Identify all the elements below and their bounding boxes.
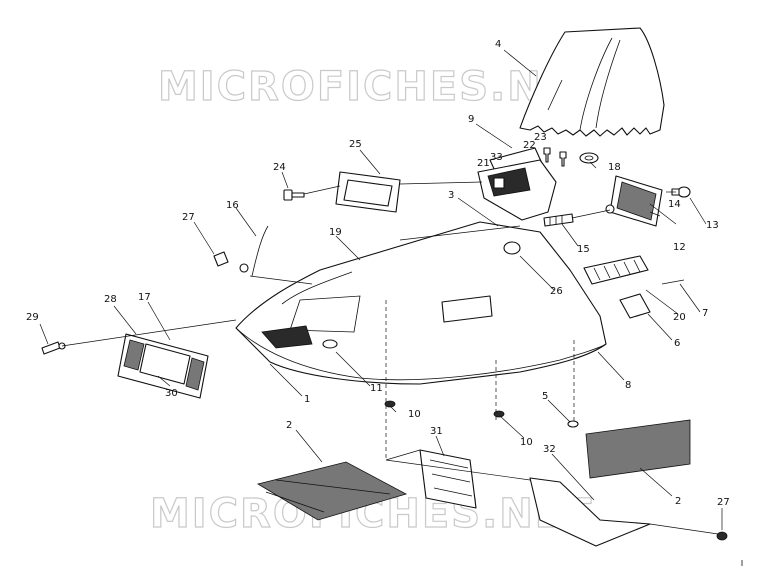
part-grommet-27-top xyxy=(213,251,249,273)
part-washer-10a xyxy=(384,400,396,408)
part-screen-31 xyxy=(419,449,477,509)
callout-33: 33 xyxy=(490,152,503,163)
callout-30: 30 xyxy=(165,388,178,399)
part-bulb-13 xyxy=(671,186,691,198)
part-screws-22-23 xyxy=(543,147,567,167)
part-windshield xyxy=(519,27,665,137)
callout-14: 14 xyxy=(668,199,681,210)
watermark-top: MICROFICHES.NET xyxy=(158,64,601,110)
callout-12: 12 xyxy=(673,242,686,253)
part-grommet-27-bottom xyxy=(716,531,728,541)
callout-15: 15 xyxy=(577,244,590,255)
part-bolt-24 xyxy=(283,189,305,201)
callout-8: 8 xyxy=(625,380,631,391)
callout-25: 25 xyxy=(349,139,362,150)
part-headlight-housing xyxy=(477,159,557,221)
part-hood-1 xyxy=(235,221,607,385)
callout-18: 18 xyxy=(608,162,621,173)
callout-5: 5 xyxy=(542,391,548,402)
part-spring-15 xyxy=(543,213,574,227)
callout-29: 29 xyxy=(26,312,39,323)
callout-22: 22 xyxy=(523,140,536,151)
callout-27-top: 27 xyxy=(182,212,195,223)
callout-11: 11 xyxy=(370,383,383,394)
part-cable-16 xyxy=(251,225,269,277)
callout-7: 7 xyxy=(702,308,708,319)
callout-20: 20 xyxy=(673,312,686,323)
callout-24: 24 xyxy=(273,162,286,173)
callout-16: 16 xyxy=(226,200,239,211)
part-foam-pad-2-right xyxy=(585,419,691,479)
callout-27-bottom: 27 xyxy=(717,497,730,508)
part-washer-5 xyxy=(567,420,579,428)
callout-23: 23 xyxy=(534,132,547,143)
part-grille-20 xyxy=(583,255,649,285)
callout-31: 31 xyxy=(430,426,443,437)
part-lens-frame-25 xyxy=(335,171,401,213)
callout-17: 17 xyxy=(138,292,151,303)
part-bracket-6 xyxy=(619,293,651,319)
callout-6: 6 xyxy=(674,338,680,349)
callout-28: 28 xyxy=(104,294,117,305)
callout-10-left: 10 xyxy=(408,409,421,420)
callout-9: 9 xyxy=(468,114,474,125)
part-pin-7 xyxy=(661,279,685,285)
part-washer-18 xyxy=(579,152,599,164)
callout-1: 1 xyxy=(304,394,310,405)
callout-19: 19 xyxy=(329,227,342,238)
part-side-panel-28 xyxy=(117,333,209,399)
callout-26: 26 xyxy=(550,286,563,297)
callout-13: 13 xyxy=(706,220,719,231)
leader-lines xyxy=(61,181,719,535)
callout-2-right: 2 xyxy=(675,496,681,507)
callout-21: 21 xyxy=(477,158,490,169)
part-bolt-29 xyxy=(41,341,66,355)
callout-3: 3 xyxy=(448,190,454,201)
callout-10-right: 10 xyxy=(520,437,533,448)
callout-32: 32 xyxy=(543,444,556,455)
part-washer-10b xyxy=(493,410,505,418)
callout-4: 4 xyxy=(495,39,501,50)
part-foam-pad-2-left xyxy=(256,461,408,521)
callout-labels: 4 9 23 22 33 21 25 24 18 3 16 27 19 14 1… xyxy=(26,39,730,508)
part-taillight-12 xyxy=(605,175,663,227)
callout-leaders xyxy=(39,49,723,530)
callout-2-left: 2 xyxy=(286,420,292,431)
